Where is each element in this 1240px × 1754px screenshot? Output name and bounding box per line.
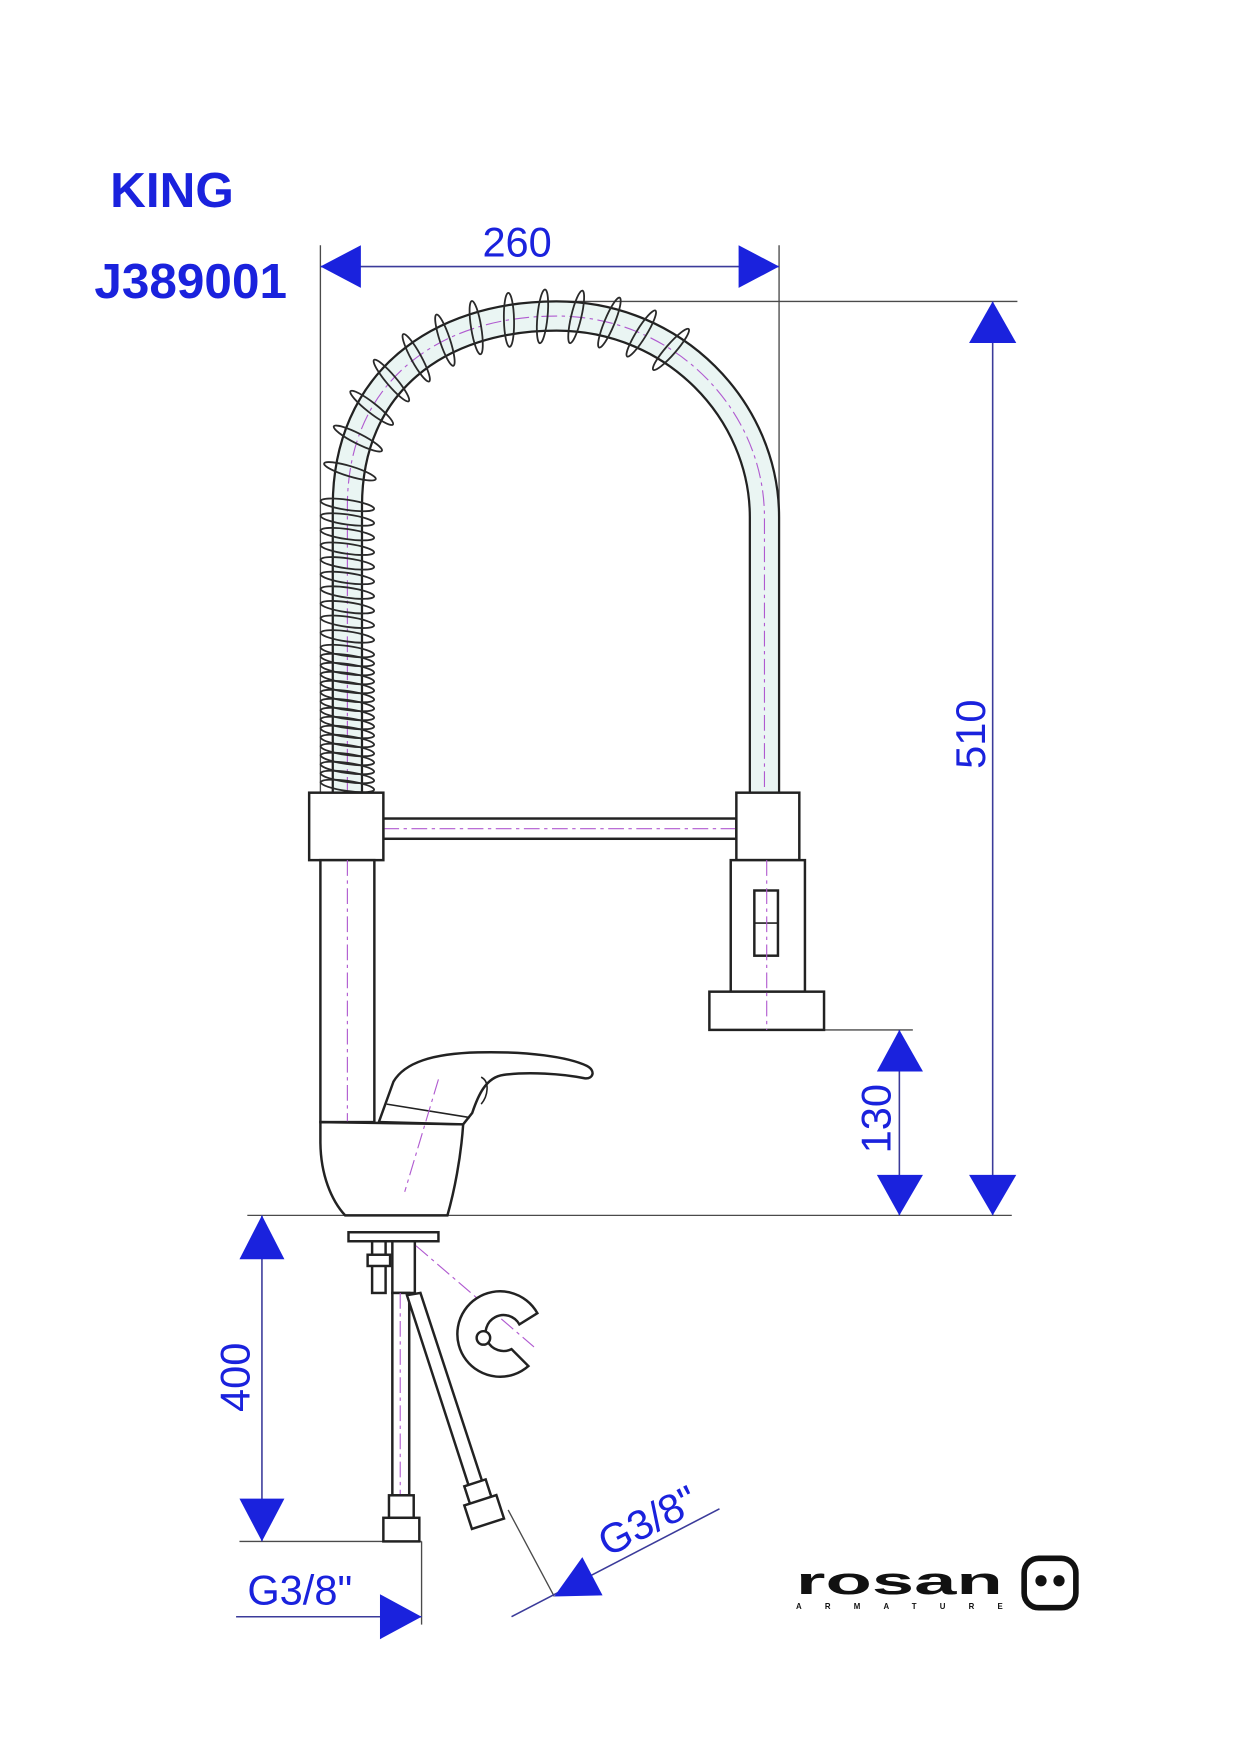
product-name: KING bbox=[110, 163, 234, 218]
spring-coil-ring bbox=[502, 291, 515, 348]
spring-coil-ring bbox=[319, 760, 376, 776]
spring-coil bbox=[319, 288, 690, 794]
thread-leader-right bbox=[511, 1508, 720, 1618]
brand-icon bbox=[1021, 1555, 1079, 1611]
arrow-right bbox=[379, 1594, 422, 1640]
pull-down-hose bbox=[319, 288, 781, 794]
dimension-width-label: 260 bbox=[482, 218, 551, 265]
spring-coil-ring bbox=[468, 300, 484, 356]
spring-coil-ring bbox=[319, 585, 376, 600]
spring-coil-ring bbox=[319, 679, 376, 695]
right-collar bbox=[735, 791, 801, 862]
spring-coil-ring bbox=[319, 614, 376, 629]
mixer-lever bbox=[377, 1050, 594, 1126]
lever-axis bbox=[404, 1079, 439, 1192]
dimension-width: 260 bbox=[320, 218, 780, 288]
dimension-hose-length: 400 bbox=[212, 1215, 285, 1542]
spring-coil-ring bbox=[319, 556, 376, 571]
spring-coil-ring bbox=[567, 289, 586, 345]
arrow-down bbox=[969, 1174, 1017, 1216]
spring-coil-ring bbox=[401, 333, 431, 383]
dimension-height-label: 510 bbox=[947, 700, 994, 769]
spring-coil-ring bbox=[535, 288, 550, 345]
lever-cartridge-line bbox=[480, 1076, 488, 1105]
mounting-plate bbox=[347, 1231, 440, 1243]
hose-fitting-left bbox=[387, 1494, 415, 1520]
spring-coil-ring bbox=[319, 526, 376, 542]
spring-coil-ring bbox=[349, 389, 395, 426]
spring-coil-ring bbox=[434, 313, 456, 367]
dimension-clearance-label: 130 bbox=[852, 1084, 899, 1153]
spring-coil-ring bbox=[319, 706, 376, 722]
brand-icon-eye-left bbox=[1035, 1575, 1047, 1587]
leader-line-right-thread bbox=[507, 1509, 555, 1597]
spring-coil-ring bbox=[319, 688, 376, 704]
arrow-up bbox=[239, 1215, 285, 1260]
hose-fittings bbox=[391, 1240, 417, 1295]
arrow-up bbox=[876, 1029, 923, 1072]
horseshoe-washer bbox=[456, 1290, 540, 1378]
spring-coil-ring bbox=[319, 769, 376, 785]
spring-coil-ring bbox=[319, 715, 376, 731]
spring-coil-ring bbox=[597, 296, 622, 349]
hose-nut-left bbox=[382, 1516, 421, 1543]
spring-coil-ring bbox=[319, 629, 376, 644]
spring-coil-ring bbox=[319, 652, 376, 668]
spring-coil-ring bbox=[319, 600, 376, 615]
brand-logo: rosan ARMATURE bbox=[796, 1555, 1079, 1611]
spring-coil-ring bbox=[651, 327, 690, 371]
spring-coil-ring bbox=[319, 512, 376, 527]
arrow-down bbox=[239, 1498, 285, 1542]
faucet-base bbox=[319, 1120, 465, 1217]
faucet-body bbox=[319, 858, 594, 1217]
dimension-height: 510 bbox=[947, 301, 1017, 1216]
spring-coil-ring bbox=[319, 697, 376, 713]
arrow-down-left bbox=[554, 1557, 603, 1597]
left-collar bbox=[307, 791, 385, 862]
mounting-assembly bbox=[347, 1231, 540, 1543]
stud-nut bbox=[366, 1253, 392, 1268]
hose-nut-right bbox=[462, 1493, 506, 1531]
washer-hole bbox=[475, 1329, 492, 1346]
hose-centerline bbox=[346, 315, 766, 793]
spring-coil-ring bbox=[319, 570, 376, 586]
spring-coil-ring bbox=[319, 742, 376, 758]
arrow-down bbox=[876, 1174, 923, 1216]
thread-callout-right: G3/8" bbox=[511, 1476, 720, 1618]
thread-label-left: G3/8" bbox=[247, 1566, 352, 1613]
spring-coil-ring bbox=[319, 661, 376, 677]
hose-braid bbox=[333, 302, 778, 793]
spring-coil-ring bbox=[319, 751, 376, 767]
spring-coil-ring bbox=[319, 643, 376, 659]
spray-head bbox=[708, 858, 826, 1032]
lever-band bbox=[386, 1103, 471, 1119]
dimension-spray-clearance: 130 bbox=[852, 1029, 923, 1216]
support-arm bbox=[307, 791, 801, 862]
spring-coil-ring bbox=[625, 309, 657, 358]
spring-coil-ring bbox=[319, 733, 376, 749]
washer-leader bbox=[415, 1245, 535, 1348]
spring-coil-ring bbox=[319, 541, 376, 556]
brand-name: rosan bbox=[796, 1560, 1003, 1603]
spring-coil-ring bbox=[323, 461, 377, 482]
spring-coil-ring bbox=[372, 358, 411, 403]
thread-label-right: G3/8" bbox=[590, 1476, 705, 1566]
spring-coil-ring bbox=[319, 497, 375, 513]
arrow-left bbox=[320, 245, 361, 288]
brand-icon-eye-right bbox=[1053, 1575, 1065, 1587]
dimension-hose-label: 400 bbox=[212, 1343, 259, 1412]
arrow-right bbox=[738, 245, 780, 288]
spring-coil-ring bbox=[319, 724, 376, 740]
spring-coil-ring bbox=[332, 424, 383, 453]
thread-callout-left: G3/8" bbox=[236, 1566, 422, 1640]
product-code: J389001 bbox=[94, 254, 287, 309]
spring-coil-ring bbox=[319, 778, 376, 794]
spring-coil-ring bbox=[319, 670, 376, 686]
arrow-up bbox=[969, 301, 1017, 344]
